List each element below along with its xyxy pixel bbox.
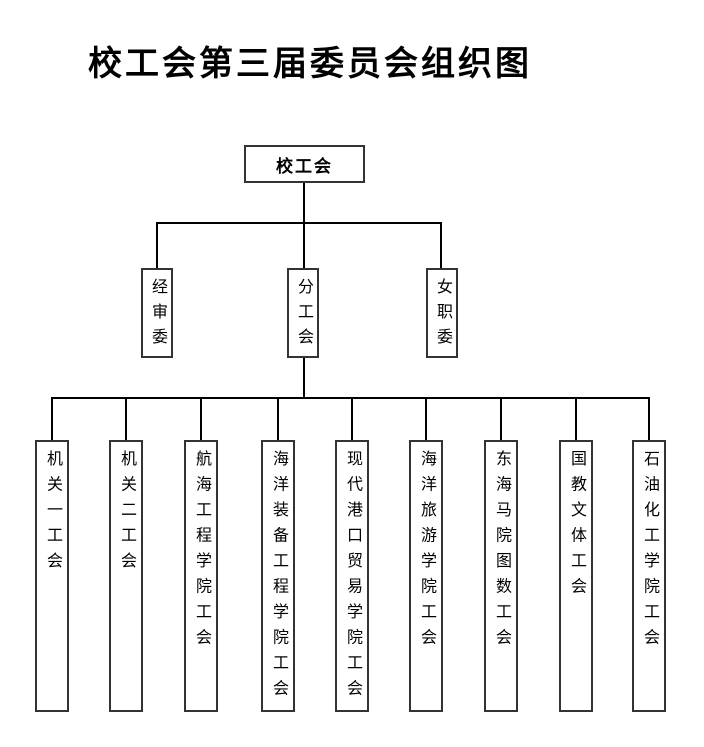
node-label: 经审委: [149, 278, 166, 353]
connector-drop-child-3: [200, 398, 202, 440]
connector-drop-child-1: [51, 398, 53, 440]
connector-branch-vertical: [303, 358, 305, 398]
node-branch-unions: 分工会: [287, 268, 319, 358]
connector-drop-child-7: [500, 398, 502, 440]
node-navigation-engineering-college-union: 航海工程学院工会: [184, 440, 218, 712]
connector-drop-child-4: [277, 398, 279, 440]
node-donghai-marx-library-union: 东海马院图数工会: [484, 440, 518, 712]
node-label: 现代港口贸易学院工会: [344, 450, 361, 705]
connector-drop-child-2: [125, 398, 127, 440]
connector-drop-child-6: [425, 398, 427, 440]
node-label: 东海马院图数工会: [493, 450, 510, 654]
node-intl-edu-culture-sports-union: 国教文体工会: [559, 440, 593, 712]
node-label: 女职委: [434, 278, 451, 353]
connector-level2-horizontal: [156, 222, 442, 224]
node-audit-review-committee: 经审委: [141, 268, 173, 358]
node-agency-union-1: 机关一工会: [35, 440, 69, 712]
node-label: 机关一工会: [44, 450, 61, 578]
node-label: 海洋旅游学院工会: [418, 450, 435, 654]
connector-drop-child-5: [351, 398, 353, 440]
connector-drop-child-9: [648, 398, 650, 440]
node-label: 海洋装备工程学院工会: [270, 450, 287, 705]
node-petrochemical-college-union: 石油化工学院工会: [632, 440, 666, 712]
connector-drop-audit: [156, 222, 158, 268]
node-label: 航海工程学院工会: [193, 450, 210, 654]
node-marine-equipment-engineering-college-union: 海洋装备工程学院工会: [261, 440, 295, 712]
connector-level3-horizontal: [51, 397, 650, 399]
connector-drop-women: [440, 222, 442, 268]
node-label: 校工会: [276, 156, 333, 176]
chart-title: 校工会第三届委员会组织图: [88, 46, 532, 83]
node-women-staff-committee: 女职委: [426, 268, 458, 358]
node-school-union-root: 校工会: [244, 145, 365, 183]
connector-drop-child-8: [575, 398, 577, 440]
node-marine-tourism-college-union: 海洋旅游学院工会: [409, 440, 443, 712]
node-label: 机关二工会: [118, 450, 135, 578]
node-agency-union-2: 机关二工会: [109, 440, 143, 712]
node-label: 国教文体工会: [568, 450, 585, 603]
node-modern-port-trade-college-union: 现代港口贸易学院工会: [335, 440, 369, 712]
node-label: 石油化工学院工会: [641, 450, 658, 654]
connector-root-vertical: [303, 183, 305, 268]
node-label: 分工会: [295, 278, 312, 353]
